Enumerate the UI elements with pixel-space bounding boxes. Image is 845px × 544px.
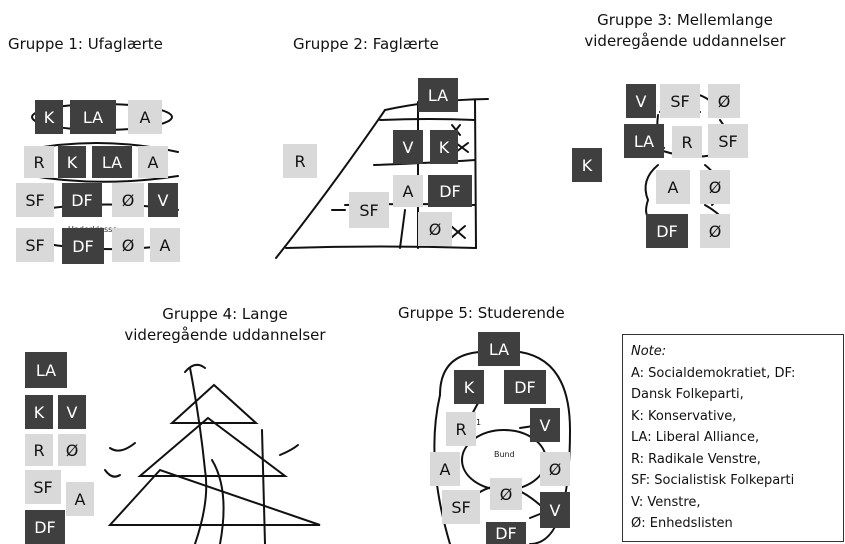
g4-tile-df: DF xyxy=(25,510,65,544)
g5-tile-oe: Ø xyxy=(540,452,570,486)
group4-sketch xyxy=(104,363,321,544)
g1-tile-oe2: Ø xyxy=(112,228,144,262)
g5-tile-sf: SF xyxy=(442,490,480,524)
g2-tile-df: DF xyxy=(428,175,472,207)
g1-tile-oe: Ø xyxy=(112,183,144,217)
g5-tile-a: A xyxy=(430,452,460,486)
note-heading: Note: xyxy=(631,344,667,359)
g4-tile-a: A xyxy=(66,482,94,516)
marker-one-label: 1 xyxy=(476,418,482,427)
group3-title-line1: Gruppe 3: Mellemlange xyxy=(597,11,773,29)
g2-tile-a: A xyxy=(393,175,423,207)
g2-tile-r: R xyxy=(283,144,317,178)
g4-tile-oe: Ø xyxy=(58,434,86,466)
note-line: V: Venstre, xyxy=(631,494,701,510)
g5-tile-df: DF xyxy=(504,370,546,404)
group3-title: Gruppe 3: Mellemlange videregående uddan… xyxy=(560,10,810,52)
bund-label: Bund xyxy=(494,450,515,459)
g4-tile-k: K xyxy=(25,395,53,429)
group4-title: Gruppe 4: Lange videregående uddannelser xyxy=(100,304,350,346)
g3-tile-oe: Ø xyxy=(708,84,740,118)
g1-tile-sf: SF xyxy=(16,183,54,217)
g1-tile-r: R xyxy=(24,146,54,178)
g4-tile-la: LA xyxy=(25,352,67,388)
g1-tile-sf2: SF xyxy=(16,228,54,262)
g4-tile-r: R xyxy=(25,434,53,466)
g3-tile-k: K xyxy=(572,148,602,182)
g5-tile-df2: DF xyxy=(486,522,526,544)
g3-tile-df: DF xyxy=(646,214,688,248)
legend-note: Note: A: Socialdemokratiet, DF: Dansk Fo… xyxy=(622,334,844,542)
g1-tile-a3: A xyxy=(150,228,180,262)
group4-title-line1: Gruppe 4: Lange xyxy=(162,305,288,323)
g1-tile-a: A xyxy=(128,100,162,134)
g3-tile-v: V xyxy=(626,84,656,118)
g5-tile-k: K xyxy=(454,370,484,404)
g3-tile-la: LA xyxy=(624,124,664,158)
group2-title: Gruppe 2: Faglærte xyxy=(293,35,439,53)
note-line: Dansk Folkeparti, xyxy=(631,387,744,402)
g2-tile-k: K xyxy=(430,130,458,164)
g1-tile-la: LA xyxy=(70,100,116,134)
note-line: Ø: Enhedslisten xyxy=(631,516,733,531)
g2-tile-oe: Ø xyxy=(418,212,452,246)
note-line: LA: Liberal Alliance, xyxy=(631,430,760,445)
g1-tile-v: V xyxy=(148,183,178,217)
g1-tile-df: DF xyxy=(62,183,102,217)
g1-tile-k2: K xyxy=(58,146,86,178)
g4-tile-sf: SF xyxy=(25,470,61,504)
g1-tile-la2: LA xyxy=(92,146,132,178)
g2-tile-la: LA xyxy=(418,78,458,112)
g3-tile-oe2: Ø xyxy=(700,170,730,204)
g3-tile-a: A xyxy=(656,170,690,204)
note-line: K: Konservative, xyxy=(631,408,737,424)
g1-tile-df2: DF xyxy=(62,228,104,264)
g3-tile-oe3: Ø xyxy=(700,214,730,248)
group4-title-line2: videregående uddannelser xyxy=(124,326,326,344)
g2-tile-sf: SF xyxy=(349,192,389,228)
group5-title: Gruppe 5: Studerende xyxy=(398,304,565,322)
g5-tile-oe2: Ø xyxy=(490,478,522,510)
note-line: R: Radikale Venstre, xyxy=(631,451,761,467)
g4-tile-v: V xyxy=(58,395,86,429)
g1-tile-a2: A xyxy=(138,146,168,178)
g5-tile-v: V xyxy=(530,408,560,442)
g3-tile-r: R xyxy=(672,126,702,158)
g3-tile-sf: SF xyxy=(660,84,700,118)
note-line: A: Socialdemokratiet, DF: xyxy=(631,365,796,381)
g5-tile-v2: V xyxy=(540,492,570,528)
group1-title: Gruppe 1: Ufaglærte xyxy=(8,35,163,53)
group3-title-line2: videregående uddannelser xyxy=(584,32,786,50)
g2-tile-v: V xyxy=(393,130,423,164)
g3-tile-sf2: SF xyxy=(708,124,748,158)
g5-tile-r: R xyxy=(446,412,476,446)
g5-tile-la: LA xyxy=(478,332,520,366)
note-line: SF: Socialistisk Folkeparti xyxy=(631,473,795,488)
g1-tile-k: K xyxy=(35,100,63,134)
